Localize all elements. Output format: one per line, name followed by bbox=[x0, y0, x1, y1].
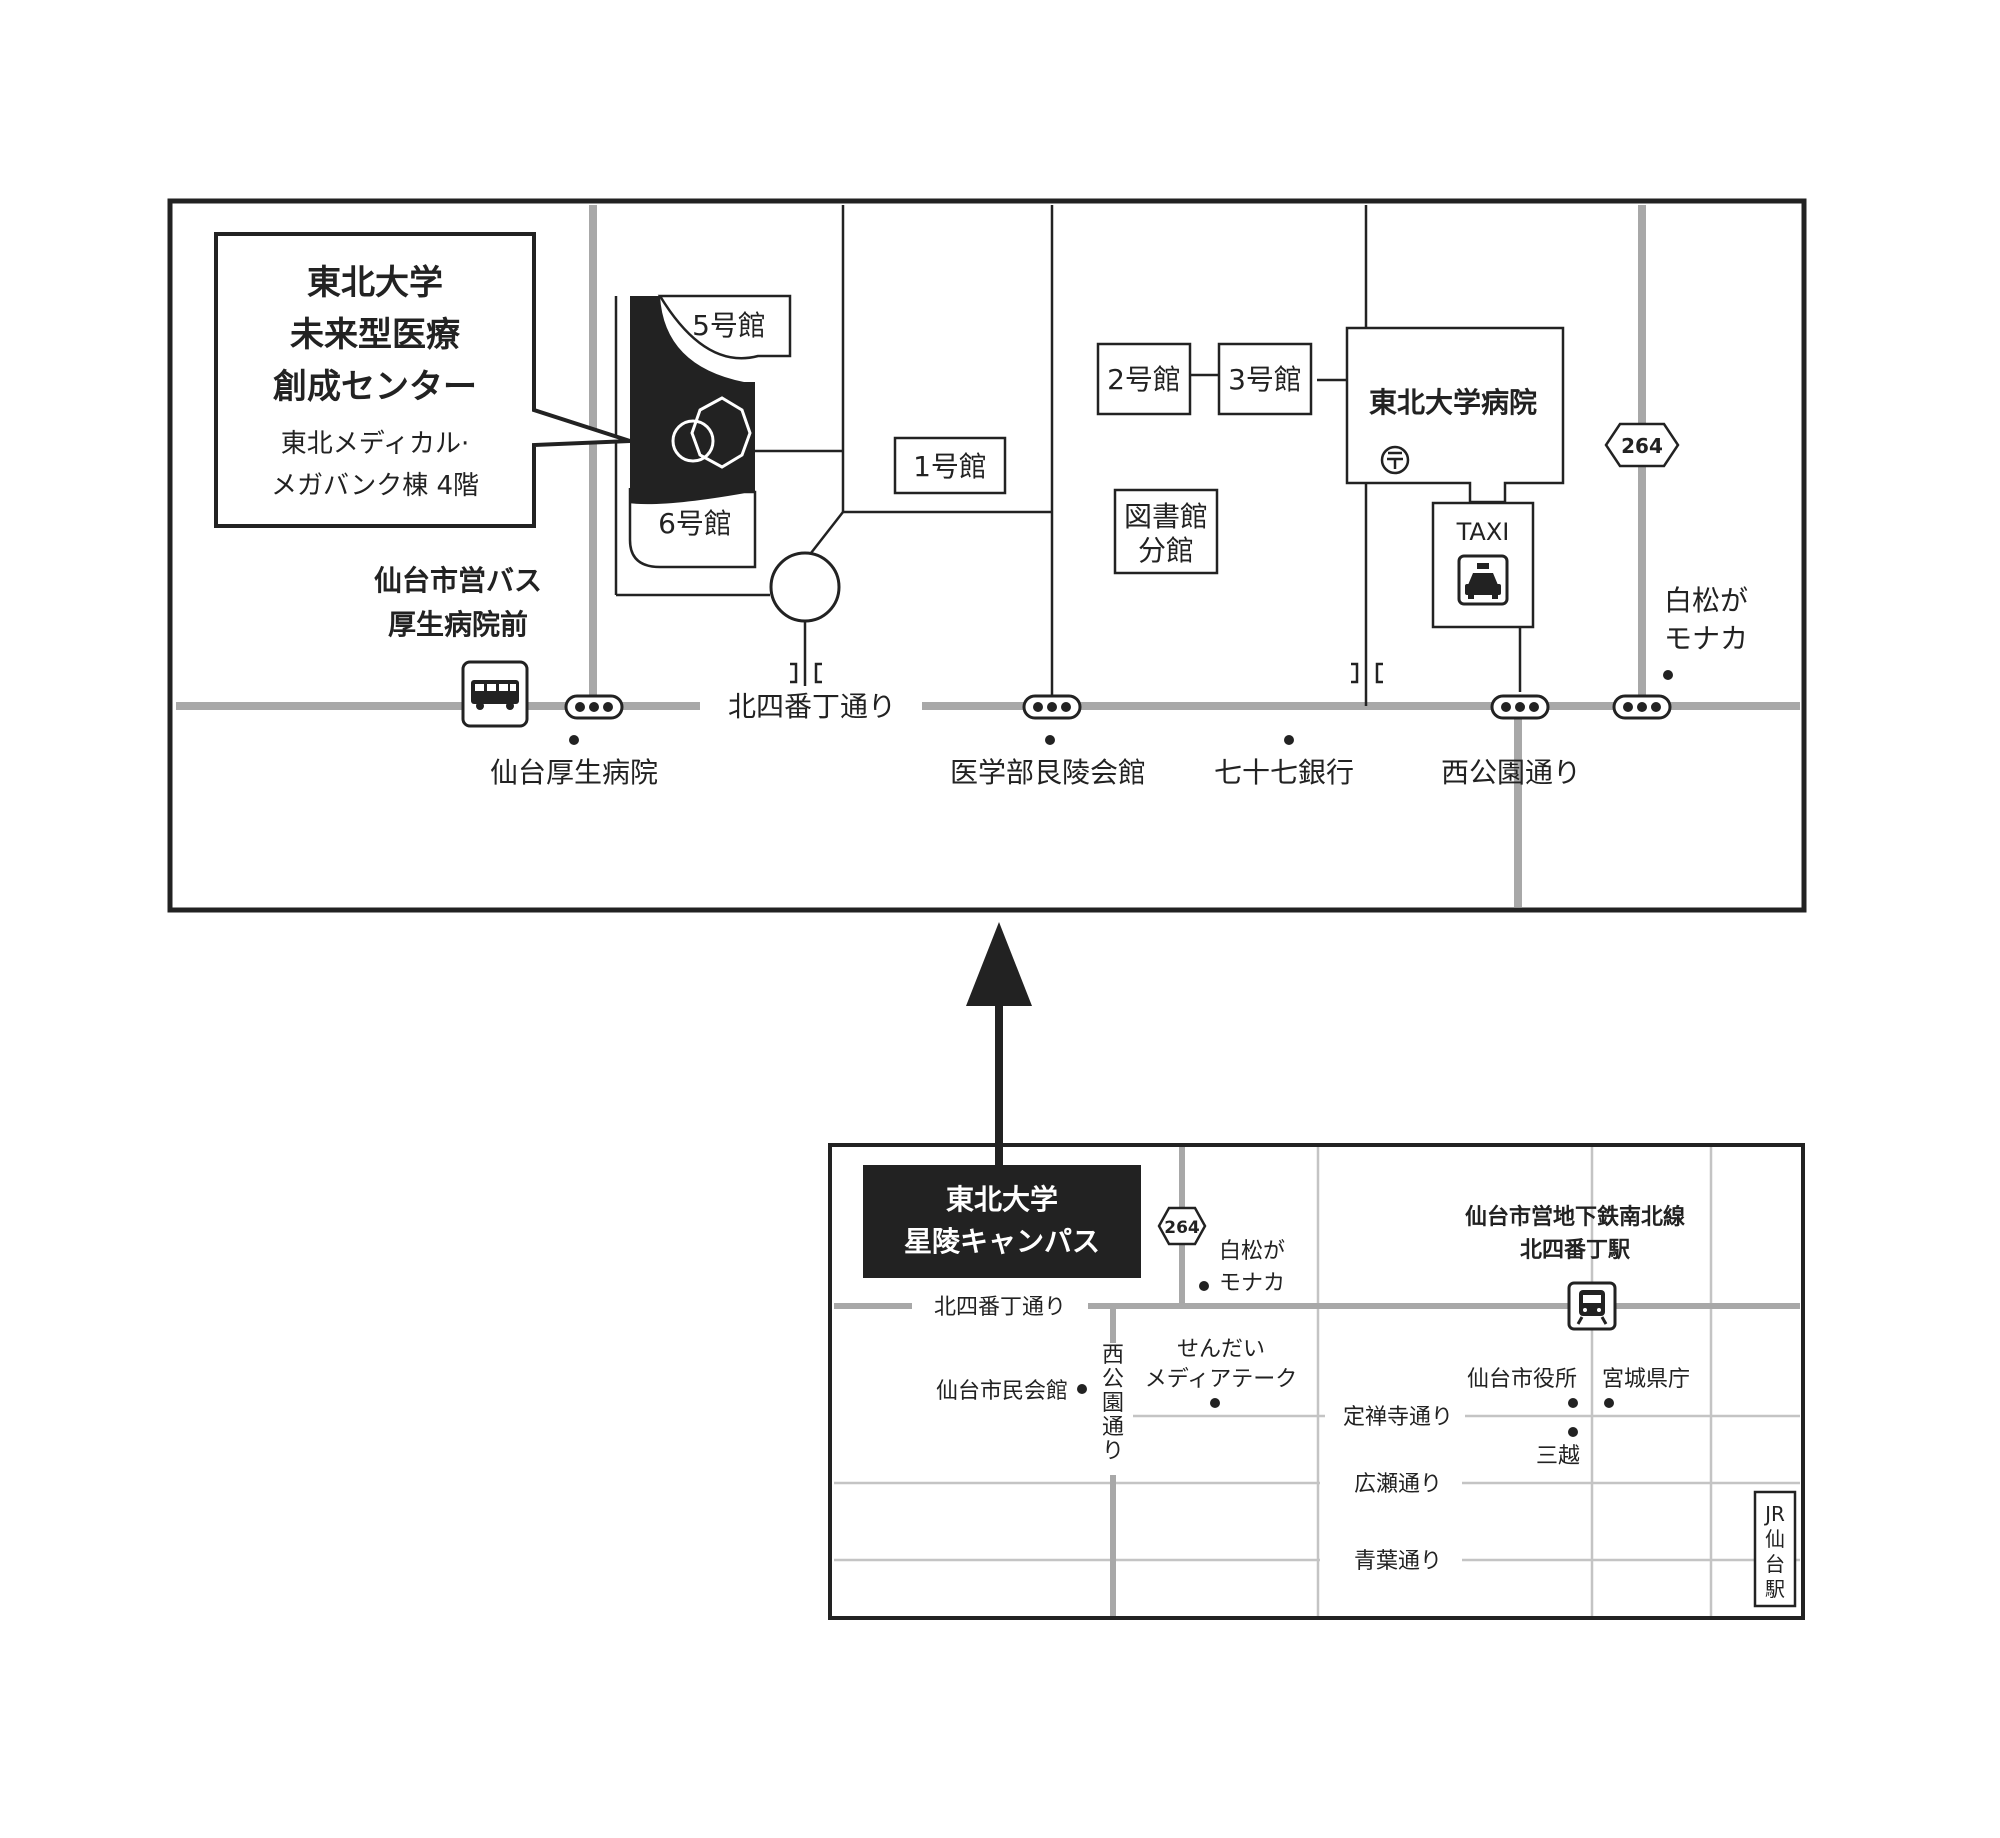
overview-shiramatsu-1: 白松が bbox=[1219, 1239, 1285, 1264]
detail-map: 5号館 6号館 1号館 2号館 3号館 図書館 分館 東北大学病院 bbox=[167, 198, 1807, 913]
building-6-label: 6号館 bbox=[658, 507, 732, 540]
traffic-signal-icon bbox=[1490, 694, 1550, 720]
street-kitayonbancho: 北四番丁通り bbox=[728, 690, 896, 723]
campus-label-2: 星陵キャンパス bbox=[904, 1225, 1100, 1258]
landmark-shiramatsu-2: モナカ bbox=[1664, 622, 1748, 655]
landmark-dot bbox=[1284, 735, 1294, 745]
subway-station-label: 北四番丁駅 bbox=[1520, 1238, 1630, 1263]
overview-city-hall: 仙台市役所 bbox=[1467, 1367, 1577, 1392]
callout-line-3: 創成センター bbox=[273, 367, 477, 407]
building-1-label: 1号館 bbox=[913, 450, 987, 483]
detail-map-frame bbox=[167, 198, 1807, 913]
traffic-signals bbox=[564, 694, 1672, 720]
landmark-dot bbox=[1199, 1281, 1209, 1291]
landmarks: 仙台厚生病院 医学部艮陵会館 七十七銀行 西公園通り 白松が モナカ bbox=[490, 584, 1748, 789]
campus-label-1: 東北大学 bbox=[946, 1183, 1058, 1216]
post-office-icon bbox=[1380, 445, 1410, 475]
landmark-shiramatsu-1: 白松が bbox=[1664, 584, 1748, 617]
bus-stop: 仙台市営バス 厚生病院前 bbox=[374, 564, 542, 728]
overview-route-264-label: 264 bbox=[1164, 1218, 1200, 1238]
overview-thin-roads bbox=[834, 1147, 1800, 1617]
bus-icon bbox=[461, 660, 529, 728]
taxi-label: TAXI bbox=[1456, 518, 1510, 546]
overview-mediatheque-2: メディアテーク bbox=[1145, 1367, 1297, 1392]
overview-mediatheque-1: せんだい bbox=[1177, 1337, 1265, 1362]
callout-line-2: 未来型医療 bbox=[290, 315, 461, 355]
arrow-up-icon bbox=[966, 922, 1032, 1165]
rotary-circle bbox=[769, 551, 841, 623]
landmark-sendai-kousei-hospital: 仙台厚生病院 bbox=[490, 756, 658, 789]
building-3: 3号館 bbox=[1217, 342, 1313, 416]
overview-jozenji-street: 定禅寺通り bbox=[1343, 1405, 1453, 1430]
campus-label-box: 東北大学 星陵キャンパス bbox=[863, 1165, 1141, 1278]
traffic-signal-icon bbox=[1022, 694, 1082, 720]
overview-street-nishikoen-vertical: 西 公 園 通 り bbox=[1102, 1343, 1124, 1464]
overview-route-264-shield: 264 bbox=[1157, 1206, 1207, 1246]
landmark-dot bbox=[1045, 735, 1055, 745]
taxi-stand: TAXI bbox=[1431, 501, 1535, 629]
traffic-signal-icon bbox=[564, 694, 624, 720]
landmark-igakubu-kaikan: 医学部艮陵会館 bbox=[950, 756, 1146, 789]
overview-mitsukoshi: 三越 bbox=[1536, 1444, 1580, 1469]
jr-char: 駅 bbox=[1765, 1577, 1785, 1601]
route-264-shield: 264 bbox=[1604, 422, 1680, 468]
nishikoen-char: 公 bbox=[1102, 1367, 1124, 1392]
overview-aoba-street: 青葉通り bbox=[1354, 1549, 1442, 1574]
library-label-1: 図書館 bbox=[1124, 500, 1208, 533]
landmark-nishikoen-street: 西公園通り bbox=[1441, 756, 1581, 789]
nishikoen-char: 園 bbox=[1102, 1391, 1124, 1416]
destination-callout: 東北大学 未来型医療 創成センター 東北メディカル· メガバンク棟 4階 bbox=[214, 232, 631, 528]
callout-line-1: 東北大学 bbox=[307, 263, 443, 303]
bus-stop-label-2: 厚生病院前 bbox=[388, 608, 528, 641]
jr-sendai-station: JR 仙 台 駅 bbox=[1753, 1490, 1797, 1608]
nishikoen-char: 通 bbox=[1102, 1415, 1124, 1440]
bridge-marks bbox=[790, 662, 1383, 684]
callout-line-5: メガバンク棟 4階 bbox=[271, 471, 479, 501]
overview-map-frame bbox=[828, 1143, 1805, 1620]
overview-shimin-kaikan: 仙台市民会館 bbox=[936, 1379, 1068, 1404]
nishikoen-char: 西 bbox=[1102, 1343, 1124, 1368]
landmark-dot bbox=[1077, 1384, 1087, 1394]
building-5-label: 5号館 bbox=[692, 309, 766, 342]
hospital-label: 東北大学病院 bbox=[1369, 386, 1537, 419]
bus-stop-label-1: 仙台市営バス bbox=[374, 564, 542, 597]
overview-prefectural-office: 宮城県庁 bbox=[1602, 1367, 1690, 1392]
overview-map: 東北大学 星陵キャンパス 264 白松が モナカ 仙台市営地下鉄南北線 北四番丁… bbox=[828, 1143, 1805, 1620]
jr-char: 台 bbox=[1765, 1552, 1785, 1576]
tohoku-university-hospital: 東北大学病院 bbox=[1345, 326, 1565, 504]
building-1: 1号館 bbox=[893, 436, 1007, 495]
overview-hirose-street: 広瀬通り bbox=[1354, 1472, 1442, 1497]
landmark-dot bbox=[1568, 1427, 1578, 1437]
landmark-77-bank: 七十七銀行 bbox=[1214, 756, 1354, 789]
nishikoen-char: り bbox=[1102, 1439, 1124, 1464]
library-annex: 図書館 分館 bbox=[1113, 488, 1219, 575]
overview-main-roads bbox=[834, 1147, 1800, 1617]
overview-shiramatsu-2: モナカ bbox=[1219, 1271, 1285, 1296]
jr-char: JR bbox=[1763, 1502, 1785, 1526]
medical-megabank-building: 5号館 6号館 bbox=[628, 294, 792, 569]
building-2: 2号館 bbox=[1096, 342, 1192, 416]
taxi-icon bbox=[1457, 554, 1509, 606]
overview-street-kitayonbancho: 北四番丁通り bbox=[934, 1295, 1066, 1320]
subway-train-icon bbox=[1567, 1281, 1617, 1331]
callout-line-4: 東北メディカル· bbox=[281, 429, 469, 459]
building-3-label: 3号館 bbox=[1228, 363, 1302, 396]
building-2-label: 2号館 bbox=[1107, 363, 1181, 396]
traffic-signal-icon bbox=[1612, 694, 1672, 720]
route-264-label: 264 bbox=[1621, 434, 1663, 458]
subway-line-label: 仙台市営地下鉄南北線 bbox=[1465, 1204, 1685, 1230]
landmark-dot bbox=[569, 735, 579, 745]
landmark-dot bbox=[1210, 1398, 1220, 1408]
landmark-dot bbox=[1604, 1398, 1614, 1408]
jr-char: 仙 bbox=[1765, 1527, 1785, 1551]
landmark-dot bbox=[1568, 1398, 1578, 1408]
landmark-dot bbox=[1663, 670, 1673, 680]
library-label-2: 分館 bbox=[1138, 534, 1194, 567]
campus-paths bbox=[614, 205, 1522, 706]
